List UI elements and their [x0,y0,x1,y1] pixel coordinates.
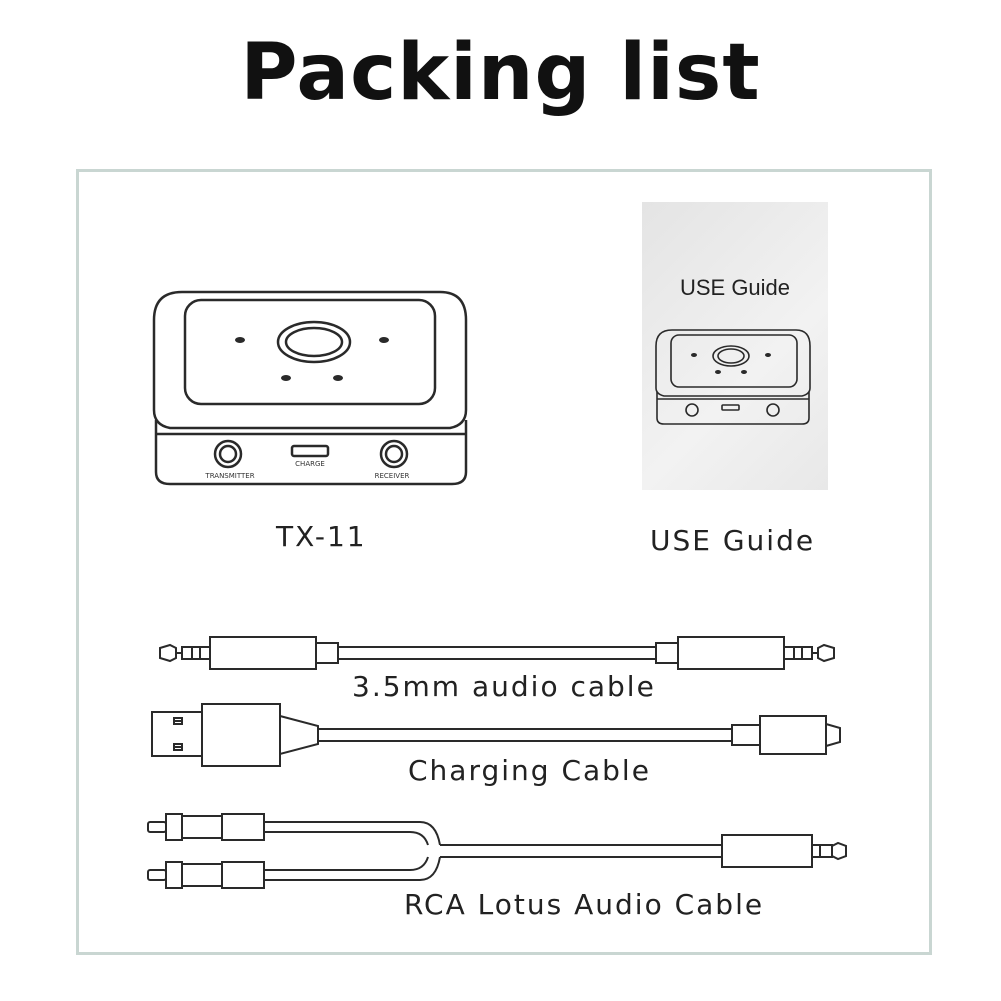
rca-cable-label: RCA Lotus Audio Cable [404,888,765,921]
port-label-transmitter: TRANSMITTER [204,472,254,480]
port-label-charge: CHARGE [295,460,325,468]
page-title: Packing list [240,28,761,118]
audio-cable-label: 3.5mm audio cable [352,670,656,703]
device-label: TX-11 [276,520,367,553]
charging-cable-label: Charging Cable [408,754,651,787]
port-label-receiver: RECEIVER [375,472,410,480]
use-guide-label: USE Guide [650,524,816,557]
use-guide-cover-title: USE Guide [679,275,791,300]
